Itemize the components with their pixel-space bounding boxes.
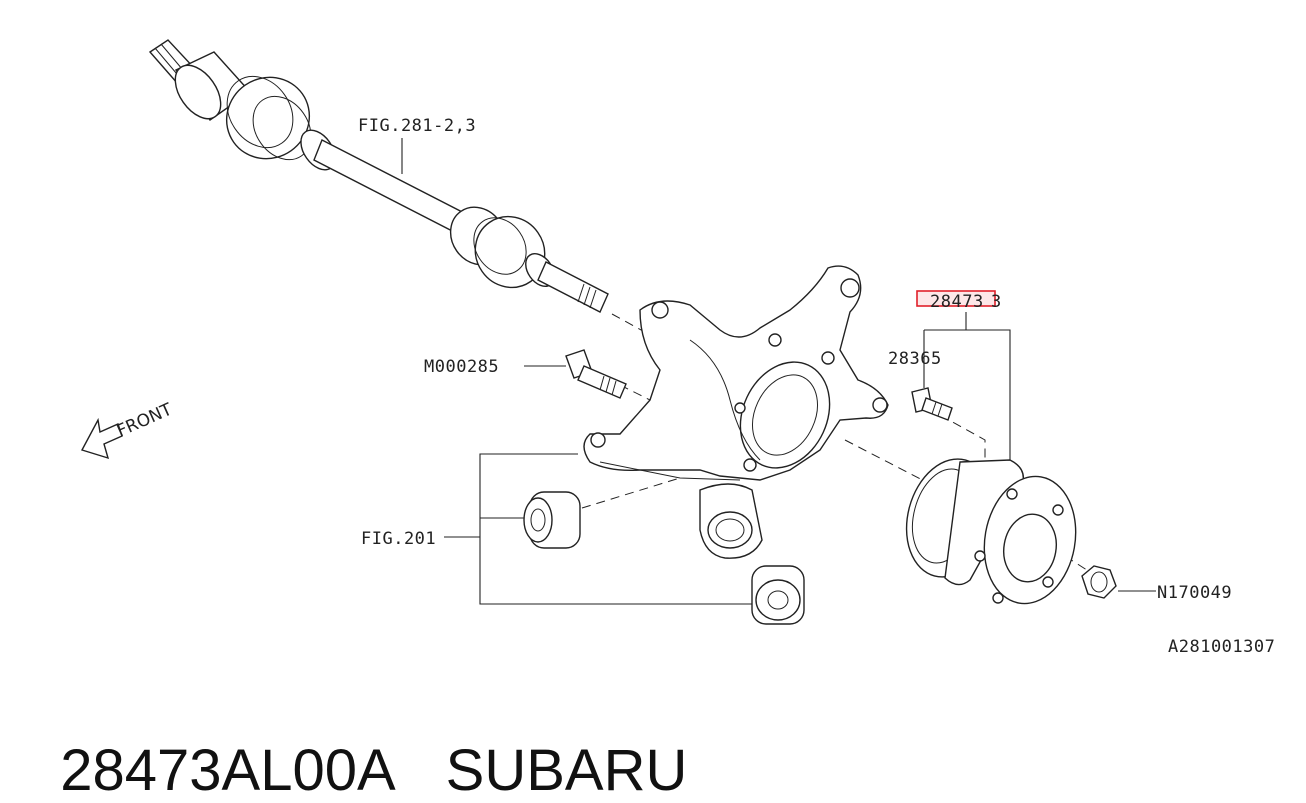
hub-label[interactable]: 28473 xyxy=(930,292,984,312)
steering-knuckle[interactable] xyxy=(583,265,889,559)
brand-name: SUBARU xyxy=(445,738,688,803)
axle-nut[interactable] xyxy=(1081,565,1117,599)
bushing-label[interactable]: FIG.201 xyxy=(361,529,436,549)
hub-assembly[interactable] xyxy=(894,449,1086,611)
bushing-lower[interactable] xyxy=(751,565,805,625)
parts-diagram: FIG.281-2,3 FIG.201 xyxy=(80,39,1275,657)
hub-label-suffix: 3 xyxy=(991,292,1002,312)
hub-bolt[interactable] xyxy=(911,387,953,421)
part-number: 28473AL00A xyxy=(60,738,396,803)
front-label: FRONT xyxy=(114,399,176,441)
drive-shaft[interactable] xyxy=(148,39,609,313)
driveshaft-label[interactable]: FIG.281-2,3 xyxy=(358,116,476,136)
front-arrow-icon xyxy=(80,417,123,460)
nut-label[interactable]: N170049 xyxy=(1157,583,1232,603)
knuckle-bolt[interactable] xyxy=(565,349,627,399)
bolt-label[interactable]: M000285 xyxy=(424,357,499,377)
hub-bolt-label[interactable]: 28365 xyxy=(888,349,942,369)
hub-highlight-box[interactable] xyxy=(916,290,996,307)
figure-code: A281001307 xyxy=(1168,637,1275,657)
bushing-upper[interactable] xyxy=(523,491,581,549)
